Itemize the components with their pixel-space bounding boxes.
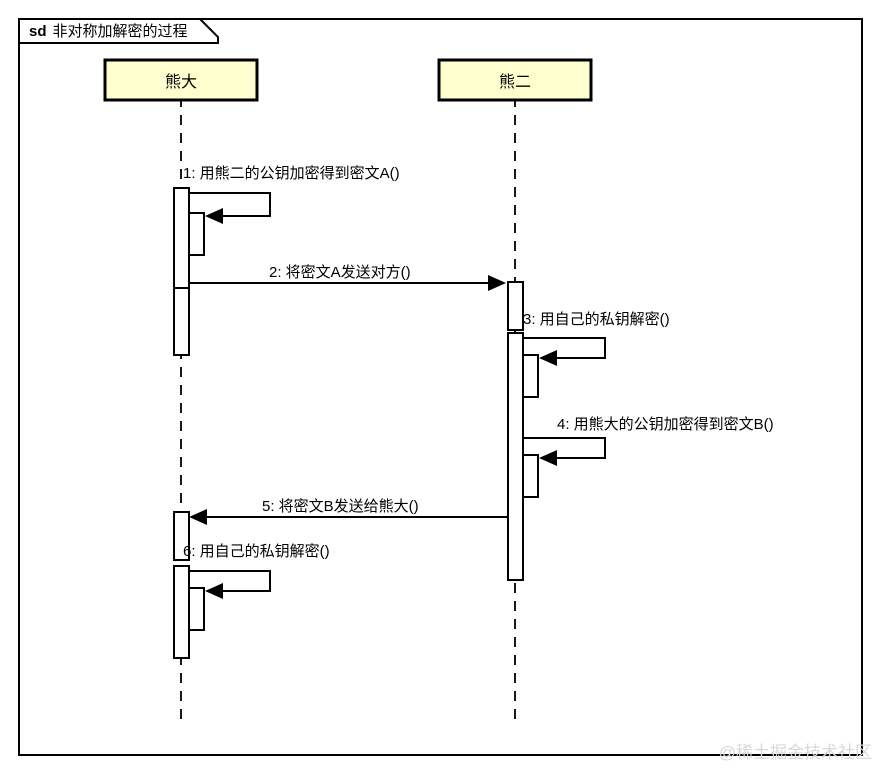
message-4-arrowhead: [539, 450, 557, 466]
frame-title-keyword: sd: [29, 23, 47, 40]
message-6-line: [189, 570, 271, 592]
message-1-line: [189, 192, 271, 217]
activation-xiongda-1: [173, 187, 190, 289]
activation-xiongda-4-nested: [188, 587, 205, 631]
participant-xionger-label: 熊二: [499, 73, 531, 91]
message-2-arrowhead: [488, 275, 506, 291]
message-2[interactable]: 2: 将密文A发送对方(): [189, 264, 506, 291]
message-5-arrowhead: [189, 509, 207, 525]
message-5[interactable]: 5: 将密文B发送给熊大(): [189, 498, 508, 525]
activation-xiongda-2: [173, 287, 190, 356]
message-4[interactable]: 4: 用熊大的公钥加密得到密文B(): [523, 416, 774, 466]
watermark-text: @稀土掘金技术社区: [719, 743, 872, 762]
activation-xionger-2-nested-b: [522, 454, 539, 498]
message-3-arrowhead: [539, 350, 557, 366]
frame-title-text: sd 非对称加解密的过程: [29, 23, 188, 40]
activation-xionger-1: [507, 281, 524, 331]
message-1-arrowhead: [205, 208, 223, 224]
message-6-arrowhead: [205, 583, 223, 599]
message-4-line: [523, 437, 606, 459]
message-1-label: 1: 用熊二的公钥加密得到密文A(): [183, 165, 400, 182]
participant-xiongda[interactable]: 熊大: [103, 58, 259, 102]
activation-xiongda-1-nested: [188, 212, 205, 256]
message-1[interactable]: 1: 用熊二的公钥加密得到密文A(): [183, 165, 400, 224]
activation-xiongda-4: [173, 565, 190, 659]
message-2-label: 2: 将密文A发送对方(): [269, 264, 411, 281]
message-6[interactable]: 6: 用自己的私钥解密(): [183, 543, 330, 599]
diagram-frame: [18, 18, 863, 756]
activation-xiongda-3: [173, 511, 190, 561]
message-4-label: 4: 用熊大的公钥加密得到密文B(): [557, 416, 774, 433]
message-6-label: 6: 用自己的私钥解密(): [183, 543, 330, 560]
frame-title-label: 非对称加解密的过程: [53, 23, 188, 40]
message-3-label: 3: 用自己的私钥解密(): [523, 311, 670, 328]
message-3-line: [523, 337, 606, 359]
participant-xionger[interactable]: 熊二: [437, 58, 593, 102]
participant-xiongda-box: [103, 58, 259, 102]
participant-xionger-box: [437, 58, 593, 102]
message-3[interactable]: 3: 用自己的私钥解密(): [523, 311, 670, 366]
participant-xiongda-label: 熊大: [165, 73, 197, 91]
activation-xionger-2: [507, 332, 524, 581]
message-5-label: 5: 将密文B发送给熊大(): [262, 498, 419, 515]
frame-title-tab: [18, 18, 219, 44]
activation-xionger-2-nested-a: [522, 354, 539, 398]
